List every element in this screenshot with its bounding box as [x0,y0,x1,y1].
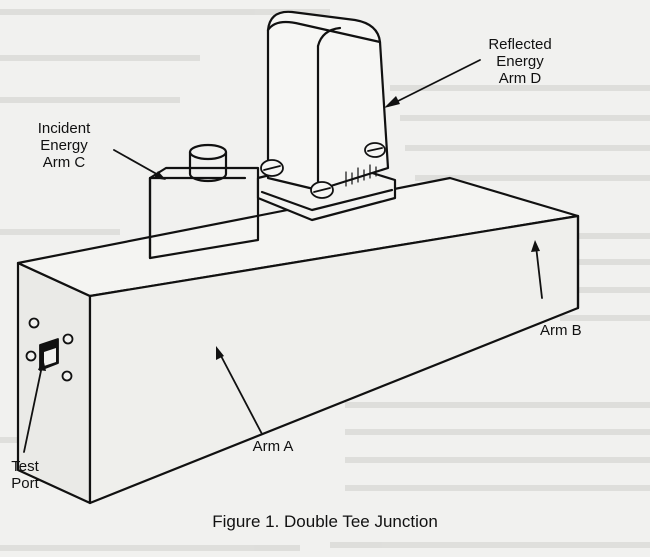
arm-c-body [148,143,260,260]
label-test-port: Test Port [11,458,39,492]
mounting-screws [260,142,386,199]
label-arm-d: Reflected Energy Arm D [488,36,552,87]
label-arm-c: Incident Energy Arm C [37,120,91,171]
arrow-heads [38,96,540,371]
arm-d-housing [256,10,397,222]
label-arm-a: Arm A [252,438,294,455]
leader-arrows [23,59,543,453]
figure-caption: Figure 1. Double Tee Junction [212,512,438,531]
scale-ticks [345,164,377,187]
label-arm-b: Arm B [540,322,582,339]
test-port [25,317,74,382]
